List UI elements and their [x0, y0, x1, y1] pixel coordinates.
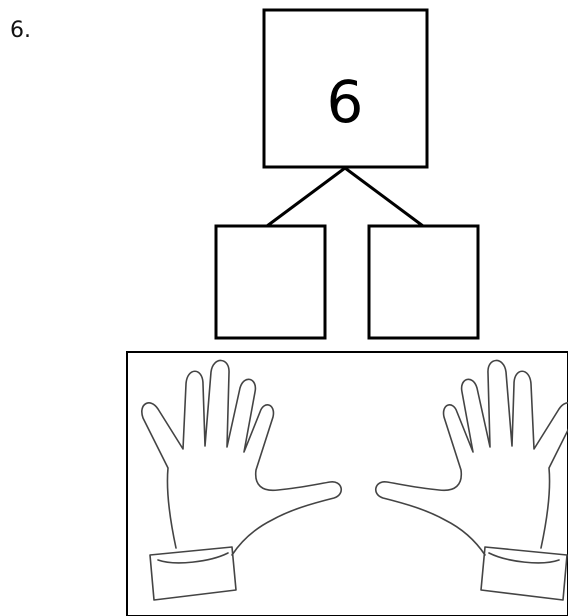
part-box-left[interactable] — [214, 224, 327, 340]
left-hand-icon — [141, 359, 342, 601]
connector-line-right — [344, 166, 424, 228]
part-box-right[interactable] — [367, 224, 480, 340]
problem-number: 6. — [10, 18, 31, 43]
right-hand-icon — [375, 359, 568, 601]
connector-line-left — [266, 166, 346, 228]
whole-box — [262, 8, 429, 169]
hands-panel — [126, 351, 568, 616]
whole-value: 6 — [327, 68, 364, 136]
